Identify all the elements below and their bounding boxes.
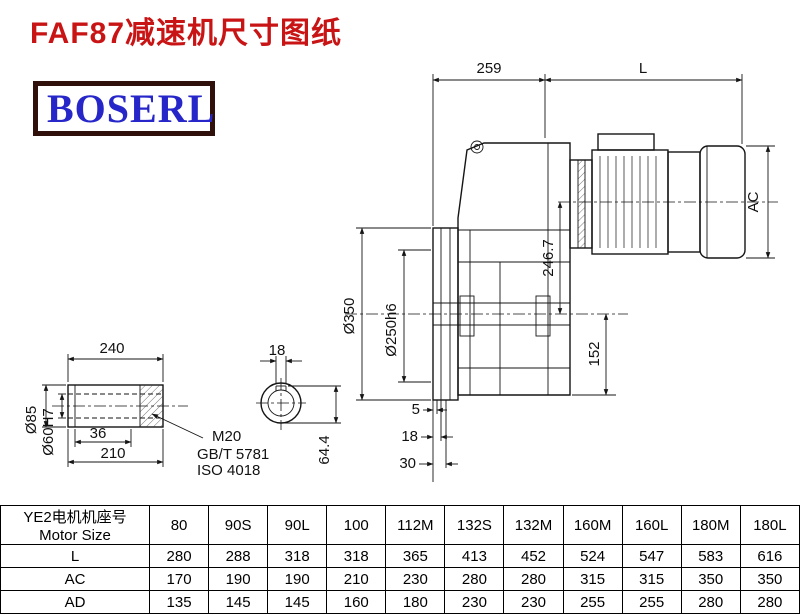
motor-size-table: YE2电机机座号 Motor Size 80 90S 90L 100 112M … bbox=[0, 505, 800, 614]
table-row-AC: AC 170 190 190 210 230 280 280 315 315 3… bbox=[0, 567, 800, 591]
value-cell: 547 bbox=[621, 544, 682, 568]
header-cell: 180L bbox=[739, 505, 800, 545]
dimensions-main: 259 L AC Ø350 Ø250h6 246.7 152 bbox=[341, 60, 775, 472]
value-cell: 190 bbox=[208, 567, 269, 591]
value-cell: 350 bbox=[680, 567, 741, 591]
value-cell: 315 bbox=[562, 567, 623, 591]
dim-5: 5 bbox=[412, 401, 420, 418]
header-cell: 112M bbox=[385, 505, 446, 545]
dim-240: 240 bbox=[99, 340, 124, 357]
value-cell: 180 bbox=[385, 590, 446, 614]
header-cell: 160L bbox=[621, 505, 682, 545]
value-cell: 413 bbox=[444, 544, 505, 568]
header-cell: 132M bbox=[503, 505, 564, 545]
table-row-AD: AD 135 145 145 160 180 230 230 255 255 2… bbox=[0, 590, 800, 614]
value-cell: 255 bbox=[562, 590, 623, 614]
value-cell: 255 bbox=[621, 590, 682, 614]
header-motor-size: YE2电机机座号 Motor Size bbox=[0, 505, 150, 545]
dim-350: Ø350 bbox=[341, 298, 358, 335]
header-cell: 100 bbox=[326, 505, 387, 545]
standard-gb-label: GB/T 5781 bbox=[197, 446, 269, 463]
value-cell: 452 bbox=[503, 544, 564, 568]
dim-64-4: 64.4 bbox=[316, 435, 333, 464]
table-header-row: YE2电机机座号 Motor Size 80 90S 90L 100 112M … bbox=[0, 505, 800, 545]
value-cell: 524 bbox=[562, 544, 623, 568]
header-cell: 132S bbox=[444, 505, 505, 545]
value-cell: 135 bbox=[148, 590, 210, 614]
dim-152: 152 bbox=[586, 341, 603, 366]
value-cell: 315 bbox=[621, 567, 682, 591]
value-cell: 210 bbox=[326, 567, 387, 591]
header-cell: 180M bbox=[680, 505, 741, 545]
dim-36: 36 bbox=[90, 425, 107, 442]
value-cell: 583 bbox=[680, 544, 741, 568]
row-label: AD bbox=[0, 590, 150, 614]
dim-AC: AC bbox=[745, 191, 762, 212]
dim-210: 210 bbox=[100, 445, 125, 462]
row-label: L bbox=[0, 544, 150, 568]
value-cell: 230 bbox=[444, 590, 505, 614]
dim-18-key: 18 bbox=[269, 342, 286, 359]
boserl-logo: BOSERL bbox=[33, 81, 215, 136]
dim-259: 259 bbox=[476, 60, 501, 77]
header-en: Motor Size bbox=[39, 527, 111, 544]
value-cell: 318 bbox=[267, 544, 328, 568]
value-cell: 280 bbox=[739, 590, 800, 614]
table-row-L: L 280 288 318 318 365 413 452 524 547 58… bbox=[0, 544, 800, 568]
value-cell: 145 bbox=[208, 590, 269, 614]
value-cell: 365 bbox=[385, 544, 446, 568]
page-title: FAF87减速机尺寸图纸 bbox=[30, 17, 343, 50]
header-cell: 90S bbox=[208, 505, 269, 545]
dim-18-side: 18 bbox=[401, 428, 418, 445]
row-label: AC bbox=[0, 567, 150, 591]
dim-85: Ø85 bbox=[23, 406, 40, 434]
flange-outline bbox=[432, 227, 459, 482]
value-cell: 288 bbox=[208, 544, 269, 568]
technical-drawing: 259 L AC Ø350 Ø250h6 246.7 152 bbox=[23, 60, 778, 482]
value-cell: 280 bbox=[680, 590, 741, 614]
value-cell: 616 bbox=[739, 544, 800, 568]
dim-246-7: 246.7 bbox=[540, 239, 557, 277]
dim-60h7: Ø60H7 bbox=[40, 408, 57, 456]
motor-outline bbox=[569, 133, 746, 259]
eye-bolt-icon bbox=[470, 140, 484, 154]
logo-text: BOSERL bbox=[47, 86, 216, 131]
header-cell: 90L bbox=[267, 505, 328, 545]
value-cell: 230 bbox=[503, 590, 564, 614]
value-cell: 190 bbox=[267, 567, 328, 591]
value-cell: 280 bbox=[503, 567, 564, 591]
thread-label: M20 bbox=[212, 428, 241, 445]
standard-iso-label: ISO 4018 bbox=[197, 462, 260, 479]
value-cell: 350 bbox=[739, 567, 800, 591]
dim-250h6: Ø250h6 bbox=[383, 303, 400, 356]
shaft-view: 240 Ø85 Ø60H7 36 210 M20 GB/T 578 bbox=[23, 340, 269, 479]
dim-L: L bbox=[639, 60, 647, 77]
header-cell: 80 bbox=[148, 505, 210, 545]
value-cell: 145 bbox=[267, 590, 328, 614]
value-cell: 280 bbox=[148, 544, 210, 568]
shaft-section-view: 18 64.4 bbox=[256, 342, 341, 465]
value-cell: 318 bbox=[326, 544, 387, 568]
value-cell: 160 bbox=[326, 590, 387, 614]
value-cell: 230 bbox=[385, 567, 446, 591]
dim-30: 30 bbox=[399, 455, 416, 472]
header-cn: YE2电机机座号 bbox=[23, 509, 127, 526]
value-cell: 170 bbox=[148, 567, 210, 591]
value-cell: 280 bbox=[444, 567, 505, 591]
header-cell: 160M bbox=[562, 505, 623, 545]
